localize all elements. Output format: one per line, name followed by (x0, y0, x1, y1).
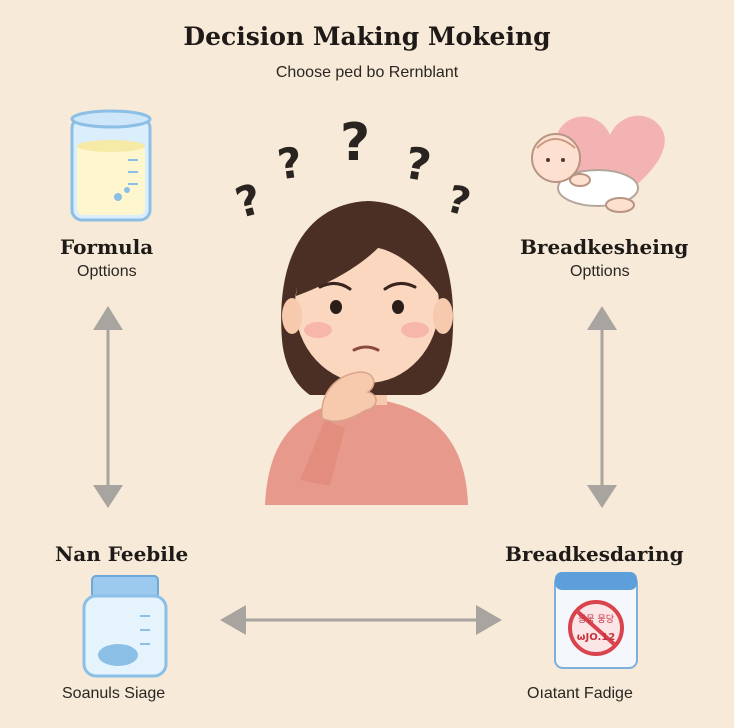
option-nan-sub: Soanuls Siage (62, 685, 166, 702)
option-breastdaring-sub: Oıatant Fadige (527, 685, 633, 702)
svg-text:?: ? (442, 177, 475, 225)
can-label-line-1: 봉뭉 뭉당 (578, 614, 614, 625)
worried-woman-illustration (265, 201, 468, 505)
page-subtitle: Choose ped bo Rernblant (275, 64, 459, 81)
page-title: Decision Making Mokeing (183, 22, 551, 51)
can-label-line-2: ωJO.12 (577, 632, 615, 643)
svg-text:?: ? (230, 174, 266, 228)
svg-text:?: ? (274, 138, 305, 190)
vertical-arrow-right (587, 306, 617, 508)
option-nan-heading: Nan Feebile (55, 542, 189, 566)
vertical-arrow-left (93, 306, 123, 508)
horizontal-arrow-bottom (220, 605, 502, 635)
formula-can-icon: 봉뭉 뭉당 ωJO.12 (554, 572, 638, 669)
formula-container-icon (70, 109, 152, 222)
option-breastfeeding-heading: Breadkesheing (520, 235, 689, 259)
option-breastdaring-heading: Breadkesdaring (505, 542, 684, 566)
baby-bottle-icon (82, 575, 168, 678)
option-formula-heading: Formula (60, 235, 154, 259)
baby-on-heart-icon (531, 115, 665, 213)
svg-text:?: ? (401, 138, 435, 193)
option-formula-sub: Opttions (77, 263, 137, 280)
svg-text:?: ? (340, 113, 370, 173)
option-breastfeeding-sub: Opttions (570, 263, 630, 280)
